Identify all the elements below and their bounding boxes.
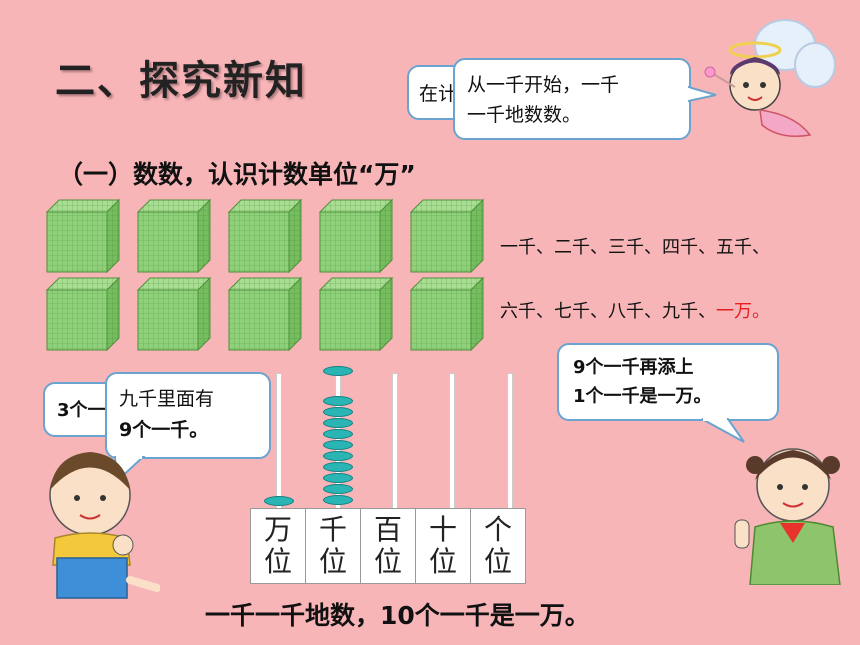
cube-9 (319, 277, 393, 351)
bead-qian-6 (323, 451, 353, 461)
fairy-illustration (704, 19, 836, 137)
place-ge-bottom: 位 (483, 545, 512, 578)
abacus-rod-wan (276, 373, 282, 511)
place-bai-bottom: 位 (373, 545, 402, 578)
cube-10 (410, 277, 484, 351)
girl-bubble-line-2: 1个一千是一万。 (573, 386, 712, 407)
girl-bubble-line-1: 9个一千再添上 (573, 357, 694, 378)
count-line-2-prefix: 六千、七千、八千、九千、 (500, 301, 716, 322)
summary-text: 一千一千地数，10个一千是一万。 (205, 601, 590, 630)
boy-bubble-line-2: 9个一千。 (119, 419, 209, 441)
place-ge-top: 个 (483, 513, 512, 546)
girl-bubble-tail (701, 418, 745, 443)
bead-qian-3 (323, 418, 353, 428)
count-line-2: 六千、七千、八千、九千、一万。 (500, 297, 770, 323)
cube-8 (228, 277, 302, 351)
bead-qian-7 (323, 462, 353, 472)
place-qian: 千位 (305, 508, 361, 584)
place-bai: 百位 (360, 508, 416, 584)
count-line-2-highlight: 一万。 (716, 301, 770, 322)
place-wan-bottom: 位 (263, 545, 292, 578)
place-shi-bottom: 位 (428, 545, 457, 578)
bead-qian-5 (323, 440, 353, 450)
fairy-bubble-line-2: 一千地数数。 (467, 104, 582, 126)
place-bai-top: 百 (373, 513, 402, 546)
bead-qian-cap (323, 366, 353, 376)
abacus-rod-ge (507, 373, 513, 511)
thousand-cubes (45, 198, 495, 358)
cube-2 (137, 199, 211, 273)
girl-bubble: 9个一千再添上 1个一千是一万。 (557, 343, 779, 421)
section-subtitle: （一）数数，认识计数单位“万” (58, 160, 416, 189)
bead-qian-2 (323, 407, 353, 417)
cube-4 (319, 199, 393, 273)
abacus-rod-shi (449, 373, 455, 511)
boy-bubble-back-text: 3个一 (57, 400, 106, 421)
fairy-bubble-tail (688, 85, 717, 103)
cube-grid (46, 199, 484, 351)
boy-illustration (49, 452, 160, 599)
place-wan: 万位 (250, 508, 306, 584)
fairy-bubble-line-1: 从一千开始，一千 (467, 74, 620, 96)
bead-qian-10 (323, 495, 353, 505)
place-qian-top: 千 (318, 513, 347, 546)
page-title: 二、探究新知 (55, 58, 307, 104)
cube-1 (46, 199, 120, 273)
abacus-rod-bai (392, 373, 398, 511)
place-qian-bottom: 位 (318, 545, 347, 578)
cube-3 (228, 199, 302, 273)
boy-bubble: 九千里面有 9个一千。 (105, 372, 271, 459)
cube-7 (137, 277, 211, 351)
fairy-bubble-back-text: 在计 (419, 83, 458, 105)
boy-bubble-line-1: 九千里面有 (119, 388, 215, 410)
bead-qian-8 (323, 473, 353, 483)
place-shi-top: 十 (428, 513, 457, 546)
place-shi: 十位 (415, 508, 471, 584)
place-value-table: 万位 千位 百位 十位 个位 (250, 508, 526, 584)
cube-5 (410, 199, 484, 273)
bead-qian-1 (323, 396, 353, 406)
cube-6 (46, 277, 120, 351)
fairy-bubble: 从一千开始，一千 一千地数数。 (453, 58, 691, 140)
bead-qian-4 (323, 429, 353, 439)
bead-qian-9 (323, 484, 353, 494)
place-wan-top: 万 (263, 513, 292, 546)
count-line-1: 一千、二千、三千、四千、五千、 (500, 237, 770, 258)
bead-wan-1 (264, 496, 294, 506)
place-ge: 个位 (470, 508, 526, 584)
girl-illustration (734, 448, 841, 585)
